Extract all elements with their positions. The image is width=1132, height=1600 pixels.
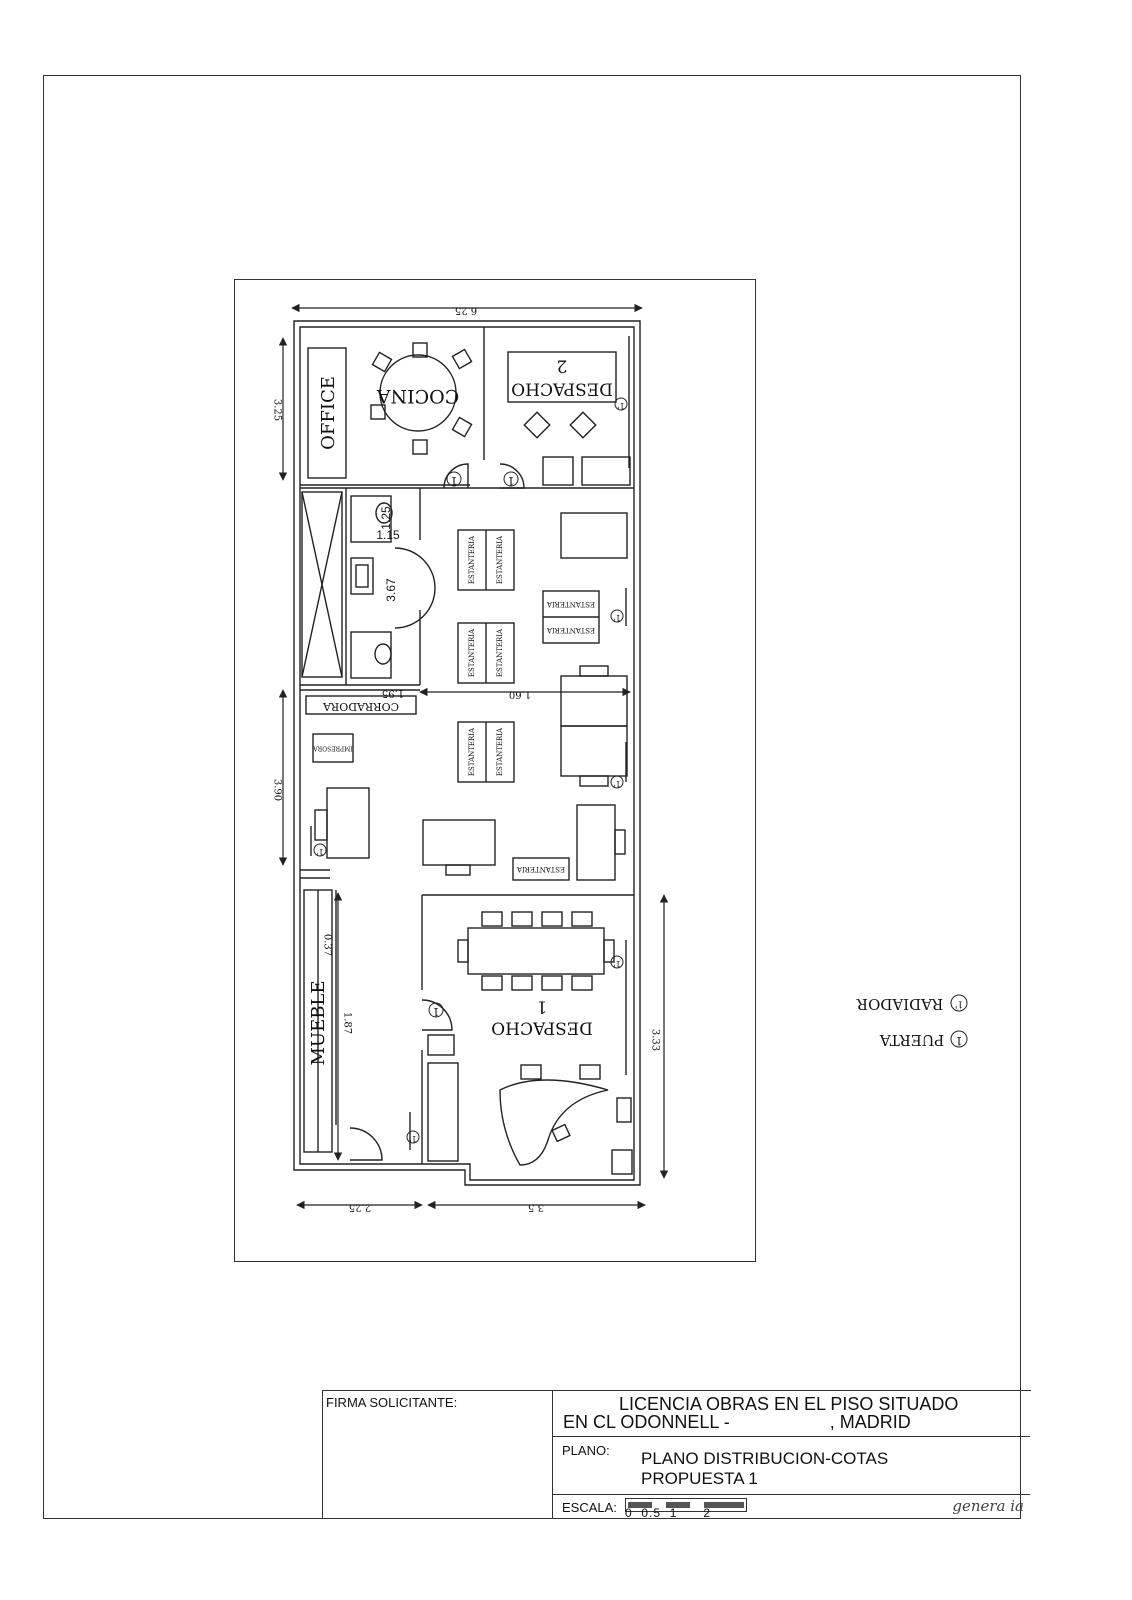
curved-desk — [499, 1079, 609, 1166]
plano-line-1: PLANO DISTRIBUCION-COTAS — [641, 1449, 889, 1468]
radiator-symbol-label: 1' — [613, 613, 620, 622]
dim-bottom-right: 3.5 — [528, 1202, 544, 1213]
radiator-symbol — [614, 397, 628, 411]
door-despacho1 — [421, 999, 453, 1031]
sheet-frame — [43, 75, 1021, 1519]
dim-bath-b: 1.15 — [376, 528, 400, 542]
legend-radiador-symbol: 1' — [955, 999, 963, 1009]
door-symbol — [503, 471, 519, 487]
label-estanteria: ESTANTERIA — [468, 535, 476, 584]
radiators — [310, 336, 630, 1150]
door-entrance — [349, 1127, 383, 1161]
dim-left-mid: 3.90 — [272, 779, 283, 801]
label-despacho2-num: 2 — [557, 356, 568, 376]
label-estanteria: ESTANTERIA — [496, 727, 504, 776]
radiator-symbol — [610, 609, 624, 623]
door-symbol — [428, 1002, 444, 1018]
label-despacho1-num: 1 — [537, 997, 548, 1017]
plano-line-2: PROPUESTA 1 — [641, 1469, 758, 1488]
project-title: LICENCIA OBRAS EN EL PISO SITUADO EN CL … — [553, 1391, 1030, 1437]
door-cocina — [443, 463, 469, 489]
label-mueble: MUEBLE — [308, 980, 329, 1065]
dim-bath-c: 3.67 — [384, 578, 398, 602]
closet — [301, 491, 343, 678]
dim-bottom-left: 2.25 — [349, 1202, 371, 1213]
bathroom-fixtures — [350, 495, 436, 679]
radiator-symbol — [610, 955, 624, 969]
sliding-door — [305, 695, 417, 715]
firma-label: FIRMA SOLICITANTE: — [326, 1395, 458, 1410]
meeting-table — [457, 911, 615, 991]
radiator-symbol — [406, 1130, 420, 1144]
label-estanteria: ESTANTERIA — [468, 628, 476, 677]
dim-top-width: 6.25 — [455, 305, 477, 316]
plano-box: PLANO: PLANO DISTRIBUCION-COTAS PROPUEST… — [553, 1437, 1030, 1495]
label-corradora: CORRADORA — [322, 700, 399, 713]
door-despacho2 — [499, 463, 525, 489]
office-counter — [307, 347, 347, 479]
label-office: OFFICE — [318, 376, 339, 450]
open-office-desks — [314, 512, 628, 881]
label-estanteria: ESTANTERIA — [468, 727, 476, 776]
company-logo: genera ia — [952, 1497, 1024, 1515]
label-estanteria: ESTANTERIA — [496, 535, 504, 584]
legend-radiador: RADIADOR — [856, 995, 943, 1013]
label-despacho2: DESPACHO — [511, 379, 613, 399]
title-block: FIRMA SOLICITANTE: LICENCIA OBRAS EN EL … — [322, 1390, 1031, 1520]
label-estanteria: ESTANTERIA — [546, 626, 595, 634]
kitchen-chairs — [370, 342, 473, 455]
shelving-units — [457, 529, 600, 881]
dim-bath-a: 1.25 — [379, 506, 393, 530]
dimension-lines — [278, 303, 669, 1210]
scale-numbers: 0 0.5 1 2 — [625, 1506, 712, 1520]
dim-right-mid: 1.60 — [509, 689, 531, 700]
door-symbol-label: 1 — [508, 474, 515, 487]
radiator-symbol-label: 1' — [617, 401, 624, 410]
legend-puerta-symbol: 1 — [956, 1034, 963, 1047]
label-estanteria: ESTANTERIA — [496, 628, 504, 677]
kitchen-table — [379, 354, 457, 432]
scale-bar — [625, 1498, 747, 1512]
radiator-symbol-label: 1' — [613, 779, 620, 788]
label-estanteria: ESTANTERIA — [516, 865, 565, 873]
radiator-symbol-label: 1' — [316, 847, 323, 856]
title-line-1: LICENCIA OBRAS EN EL PISO SITUADO — [619, 1394, 959, 1414]
plan-border — [234, 279, 756, 1262]
radiator-symbol — [610, 775, 624, 789]
title-line-2: EN CL ODONNELL - , MADRID — [563, 1412, 911, 1432]
door-symbol-label: 1 — [451, 474, 458, 487]
dim-left-top: 3.25 — [272, 399, 283, 421]
printer — [312, 733, 354, 763]
door-symbol — [446, 471, 462, 487]
label-estanteria: ESTANTERIA — [546, 600, 595, 608]
label-cocina: COCINA — [376, 385, 459, 407]
plano-label: PLANO: — [562, 1443, 610, 1458]
radiator-symbol-label: 1' — [409, 1134, 416, 1143]
despacho2-desk — [507, 351, 617, 403]
signature-box: FIRMA SOLICITANTE: — [323, 1391, 553, 1518]
label-impresora: IMPRESORA — [313, 745, 353, 752]
dim-mueble-b: 1.87 — [342, 1012, 353, 1034]
dim-mueble-a: 0.37 — [322, 934, 333, 956]
dim-corridor: 1.95 — [382, 688, 404, 699]
radiator-symbol — [313, 843, 327, 857]
escala-box: ESCALA: 0 0.5 1 2 genera ia — [553, 1495, 1030, 1520]
door-symbol-label: 1 — [433, 1005, 440, 1018]
escala-label: ESCALA: — [562, 1500, 617, 1515]
radiator-symbol-label: 1' — [613, 959, 620, 968]
label-despacho1: DESPACHO — [491, 1018, 593, 1038]
dim-despacho1-h: 3.33 — [650, 1029, 661, 1051]
legend-puerta: PUERTA — [880, 1031, 945, 1049]
legend: 1' RADIADOR 1 PUERTA — [856, 994, 968, 1049]
outer-walls — [293, 320, 641, 1186]
